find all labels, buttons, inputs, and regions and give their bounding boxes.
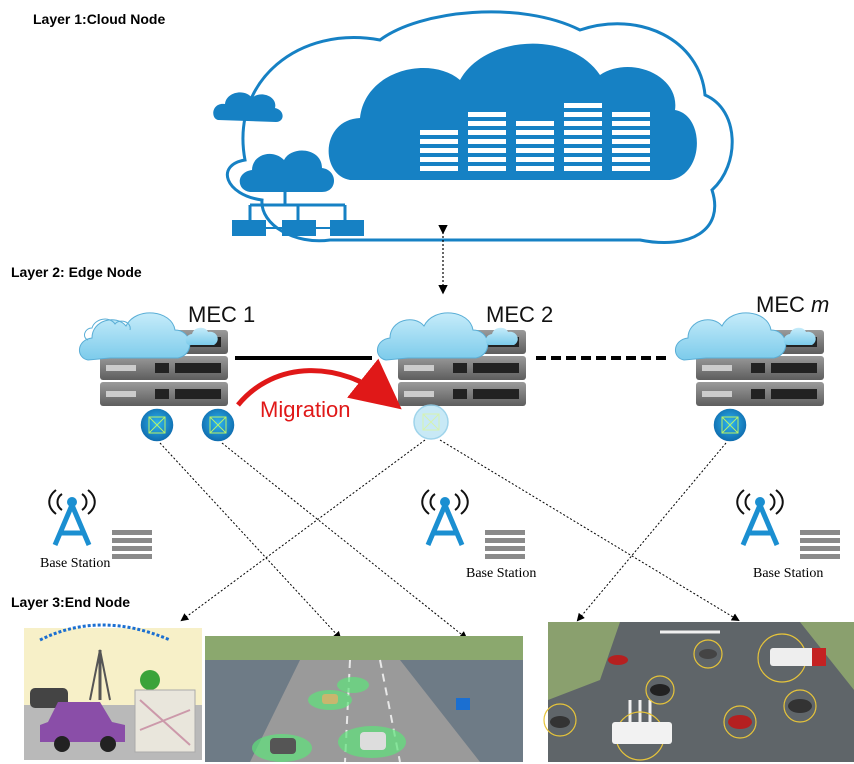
end-node-illustration (24, 623, 202, 760)
layer-1-label: Layer 1:Cloud Node (33, 11, 166, 27)
base-station-2-label: Base Station (466, 566, 537, 581)
rack-1-icon (112, 530, 152, 559)
mec-2-cloud (377, 312, 489, 361)
base-station-3 (736, 489, 840, 559)
bar-col-4 (564, 103, 602, 171)
tower-2-icon (425, 502, 465, 546)
cloud-small-1 (213, 92, 283, 122)
mec-2-server (377, 312, 526, 440)
base-station-2 (421, 489, 525, 559)
link-mec2-intersection (439, 439, 740, 622)
mec-m-label-var: m (811, 292, 830, 317)
cloud-big (328, 43, 697, 180)
network-tree-icon (232, 192, 364, 236)
link-mecm-intersection (576, 442, 727, 622)
base-station-3-label: Base Station (753, 566, 824, 581)
mec-m-label-prefix: MEC (756, 292, 811, 317)
tower-1-icon (52, 502, 92, 546)
cloud-server-bars (420, 103, 650, 171)
tower-3-icon (740, 502, 780, 546)
offload-links (159, 439, 740, 640)
link-mec1a-highway (159, 442, 342, 640)
rack-3-icon (800, 530, 840, 559)
mec-2-label: MEC 2 (486, 302, 554, 327)
bar-col-2 (468, 112, 506, 171)
rack-2-icon (485, 530, 525, 559)
bar-col-5 (612, 112, 650, 171)
mec-1-server (79, 312, 236, 443)
mec-m-server (675, 312, 824, 443)
bar-col-3 (516, 121, 554, 171)
cloud-small-2 (239, 150, 334, 192)
layer-3-label: Layer 3:End Node (11, 594, 131, 610)
mec-m-cloud (675, 312, 787, 361)
mec-1-label: MEC 1 (188, 302, 256, 327)
cloud-outline (225, 10, 734, 245)
migration-label: Migration (260, 397, 351, 422)
layer-2-label: Layer 2: Edge Node (11, 264, 142, 280)
bar-col-1 (420, 130, 458, 171)
end-node-intersection (543, 622, 854, 762)
base-station-1 (48, 489, 152, 559)
base-station-1-label: Base Station (40, 556, 111, 571)
link-mec1b-highway (221, 442, 468, 640)
end-node-highway (205, 636, 523, 763)
mec-m-label: MEC m (756, 292, 829, 318)
mec-1-cloud (79, 312, 191, 361)
cloud-node (213, 10, 734, 245)
migration-arrow (236, 358, 402, 410)
link-mec2-illus (180, 439, 426, 622)
